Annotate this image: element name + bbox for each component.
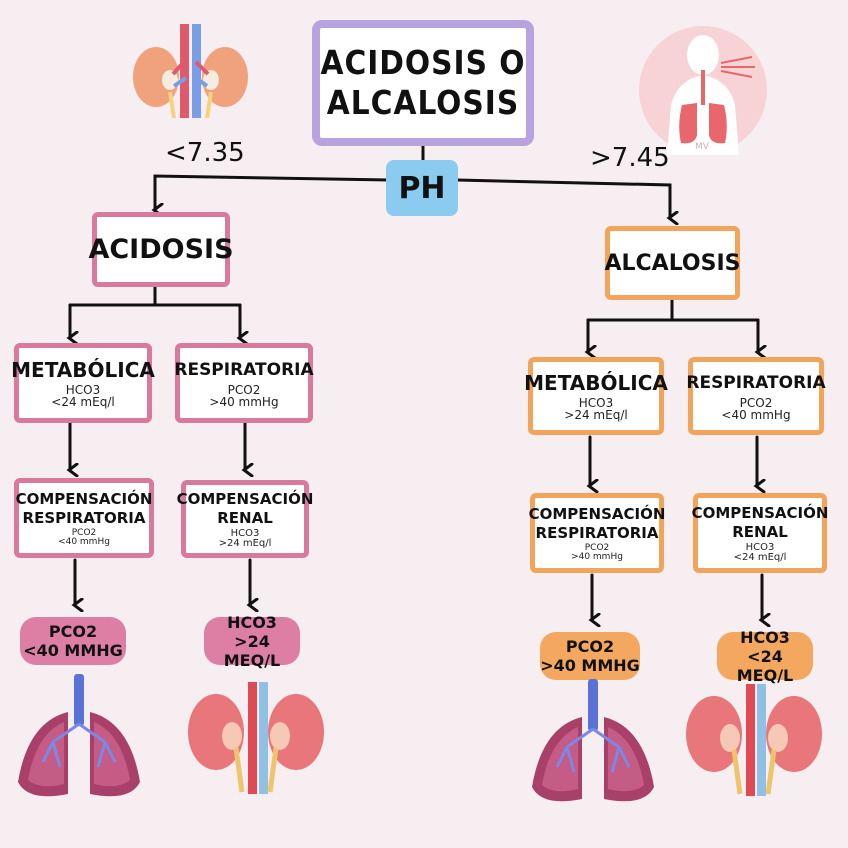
threshold-acidosis: <7.35 <box>165 138 245 168</box>
acidosis-metabolica-title: METABÓLICA <box>11 359 155 381</box>
alcalosis-respiratoria-line1: PCO2 <box>740 397 773 409</box>
alcalosis-metabolica-box: METABÓLICA HCO3 >24 mEq/l <box>528 357 664 435</box>
acidosis-compensacion-respiratoria-box: COMPENSACIÓN RESPIRATORIA PCO2 <40 mmHg <box>14 478 154 558</box>
comp-title-1: COMPENSACIÓN <box>16 490 153 509</box>
alcalosis-metabolica-result: PCO2 >40 MMHG <box>540 632 640 680</box>
comp-title-2: RENAL <box>732 523 788 542</box>
alcalosis-box: ALCALOSIS <box>605 226 740 300</box>
alcalosis-metabolica-line1: HCO3 <box>579 397 613 409</box>
comp-detail: HCO3 <24 mEq/l <box>734 543 787 563</box>
alcalosis-respiratoria-box: RESPIRATORIA PCO2 <40 mmHg <box>688 357 824 435</box>
comp-detail: PCO2 >40 mmHg <box>571 544 623 562</box>
result-line-1: HCO3 <box>227 613 277 632</box>
result-line-2: >40 MMHG <box>540 656 640 675</box>
kidneys-icon <box>128 22 253 120</box>
alcalosis-respiratoria-result: HCO3 <24 MEQ/L <box>717 632 813 680</box>
acidosis-box: ACIDOSIS <box>92 212 230 287</box>
respiratory-system-icon: MV <box>637 25 769 155</box>
acidosis-respiratoria-line2: >40 mmHg <box>209 396 278 408</box>
alcalosis-metabolica-line2: >24 mEq/l <box>564 409 627 421</box>
result-line-1: HCO3 <box>740 628 790 647</box>
lungs-icon <box>522 677 664 809</box>
title-line-2: ALCALOSIS <box>327 83 519 123</box>
acidosis-metabolica-box: METABÓLICA HCO3 <24 mEq/l <box>14 343 152 423</box>
result-line-1: PCO2 <box>566 637 614 656</box>
comp-title-2: RESPIRATORIA <box>23 509 146 528</box>
acidosis-metabolica-line1: HCO3 <box>66 384 100 396</box>
alcalosis-compensacion-renal-box: COMPENSACIÓN RENAL HCO3 <24 mEq/l <box>693 493 827 573</box>
illustration-mark: MV <box>695 142 710 152</box>
lungs-icon <box>8 672 150 804</box>
comp-detail: HCO3 >24 mEq/l <box>219 529 272 549</box>
alcalosis-label: ALCALOSIS <box>604 251 740 276</box>
comp-title-1: COMPENSACIÓN <box>692 504 829 523</box>
ph-box: PH <box>386 160 458 216</box>
alcalosis-compensacion-respiratoria-box: COMPENSACIÓN RESPIRATORIA PCO2 >40 mmHg <box>530 493 664 573</box>
title-box: ACIDOSIS O ALCALOSIS <box>312 20 534 146</box>
alcalosis-respiratoria-line2: <40 mmHg <box>721 409 790 421</box>
title-line-1: ACIDOSIS O <box>320 43 525 83</box>
result-line-2: >24 MEQ/L <box>204 632 300 670</box>
acidosis-respiratoria-box: RESPIRATORIA PCO2 >40 mmHg <box>175 343 313 423</box>
comp-title-2: RENAL <box>217 509 273 528</box>
result-line-2: <24 MEQ/L <box>717 647 813 685</box>
acidosis-metabolica-line2: <24 mEq/l <box>51 396 114 408</box>
kidney-icon <box>186 680 326 795</box>
acidosis-compensacion-renal-box: COMPENSACIÓN RENAL HCO3 >24 mEq/l <box>181 480 309 558</box>
acidosis-label: ACIDOSIS <box>88 234 233 265</box>
result-line-1: PCO2 <box>49 622 97 641</box>
kidney-icon <box>684 682 824 797</box>
comp-title-1: COMPENSACIÓN <box>177 490 314 509</box>
result-line-2: <40 MMHG <box>23 641 123 660</box>
alcalosis-respiratoria-title: RESPIRATORIA <box>686 372 825 394</box>
acidosis-respiratoria-line1: PCO2 <box>228 384 261 396</box>
acidosis-respiratoria-title: RESPIRATORIA <box>174 359 313 381</box>
ph-label: PH <box>398 171 445 206</box>
acidosis-respiratoria-result: HCO3 >24 MEQ/L <box>204 617 300 665</box>
comp-detail: PCO2 <40 mmHg <box>58 529 110 547</box>
comp-title-1: COMPENSACIÓN <box>529 505 666 524</box>
alcalosis-metabolica-title: METABÓLICA <box>524 372 668 394</box>
acidosis-metabolica-result: PCO2 <40 MMHG <box>20 617 126 665</box>
comp-title-2: RESPIRATORIA <box>536 524 659 543</box>
